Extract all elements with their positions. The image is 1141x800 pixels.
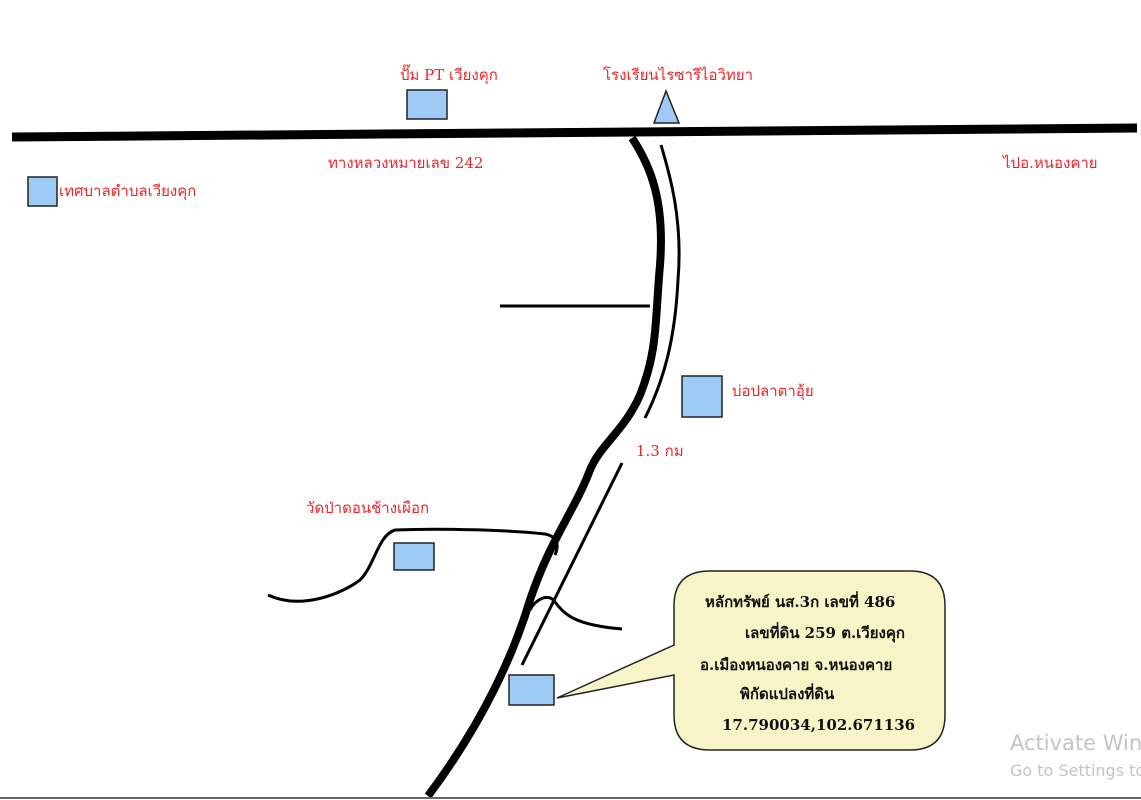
- activate-windows-subtext: Go to Settings to activate Windows.: [1010, 761, 1141, 780]
- callout-parcel-line: เลขที่ดิน 259 ต.เวียงคุก: [745, 622, 905, 643]
- pt-station-marker: [406, 89, 448, 120]
- temple-marker: [393, 542, 435, 571]
- school-triangle-marker: [652, 88, 681, 124]
- land-plot-marker: [508, 674, 555, 706]
- callout-coordinates: 17.790034,102.671136: [722, 716, 915, 734]
- municipality-marker: [27, 176, 58, 207]
- callout-district-line: อ.เมืองหนองคาย จ.หนองคาย: [700, 656, 892, 674]
- pt-station-label: ปั๊ม PT เวียงคุก: [400, 64, 498, 85]
- direction-label: ไปอ.หนองคาย: [1002, 154, 1098, 172]
- highway-label: ทางหลวงหมายเลข 242: [328, 154, 483, 172]
- activate-windows-watermark: Activate Windows: [1010, 731, 1141, 755]
- fish-pond-marker: [681, 375, 723, 418]
- school-label: โรงเรียนไรซารีไอวิทยา: [603, 66, 753, 84]
- branch-road-east: [528, 596, 623, 631]
- distance-label: 1.3 กม: [636, 442, 684, 460]
- side-road-main: [424, 135, 665, 799]
- side-road-parallel: [643, 144, 681, 419]
- side-road-parallel-lower: [520, 462, 624, 666]
- callout-title-line: หลักทรัพย์ นส.3ก เลขที่ 486: [705, 591, 895, 611]
- municipality-label: เทศบาลตำบลเวียงคุก: [59, 182, 196, 201]
- temple-label: วัดป่าดอนช้างเผือก: [306, 499, 429, 517]
- land-info-callout: [556, 570, 946, 751]
- temple-road: [267, 527, 559, 603]
- callout-coord-title-line: พิกัดแปลงที่ดิน: [740, 683, 835, 703]
- highway-242-road: [11, 123, 1138, 142]
- fish-pond-label: บ่อปลาตาอุ้ย: [732, 382, 814, 401]
